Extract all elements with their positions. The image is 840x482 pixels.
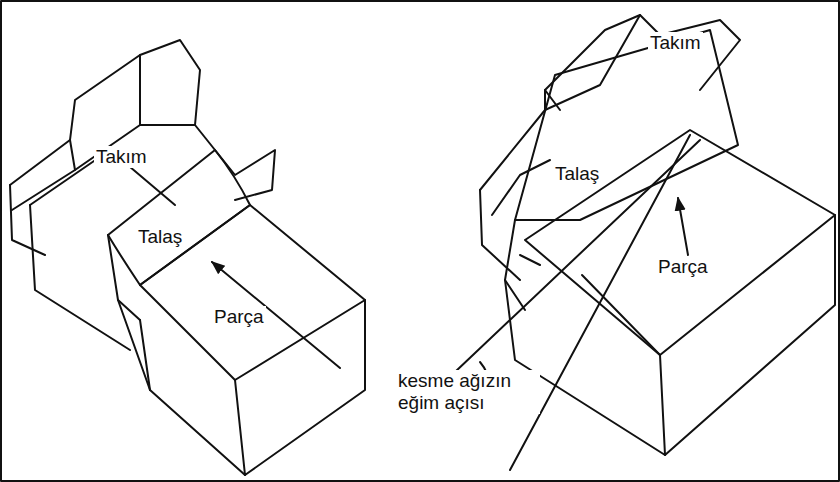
- part-label: Parça: [212, 306, 266, 328]
- chip-label: Talaş: [136, 226, 184, 248]
- tool-label: Takım: [94, 146, 149, 168]
- angle-label: kesme ağızın eğim açısı: [396, 370, 540, 414]
- left-figure: [10, 40, 365, 475]
- chip-label: Talaş: [553, 163, 601, 185]
- part-label: Parça: [656, 256, 710, 278]
- tool-label: Takım: [648, 32, 703, 54]
